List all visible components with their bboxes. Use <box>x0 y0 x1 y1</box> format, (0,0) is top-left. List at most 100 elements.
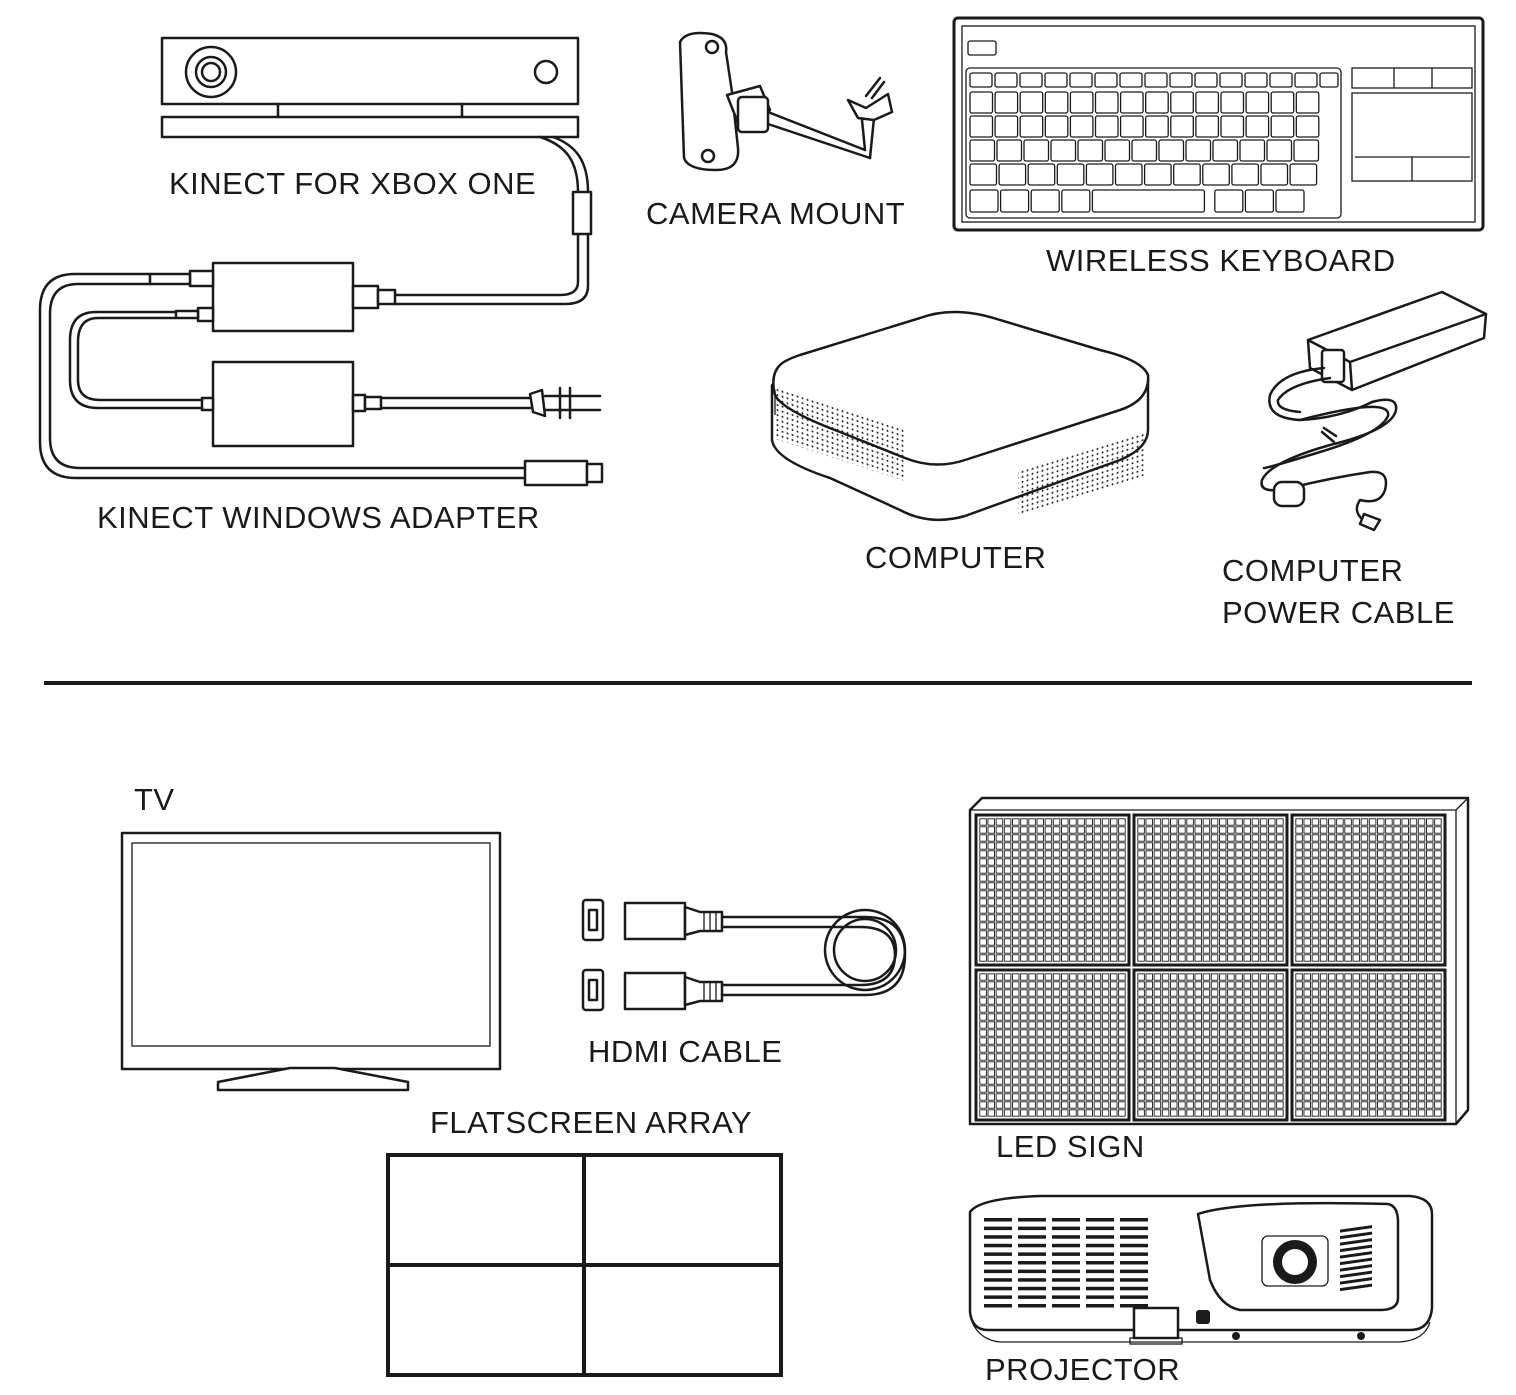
wireless-keyboard-icon <box>952 16 1485 232</box>
keyboard-key <box>1220 91 1245 114</box>
label-kinect: KINECT FOR XBOX ONE <box>169 166 537 201</box>
keyboard-key <box>1295 91 1320 114</box>
led-panel <box>1290 813 1447 967</box>
keyboard-key <box>994 115 1019 138</box>
keyboard-key <box>1293 139 1320 162</box>
keyboard-key <box>1019 115 1044 138</box>
keyboard-key <box>1244 72 1268 88</box>
led-panel <box>974 968 1131 1122</box>
led-sign-icon <box>968 796 1470 1126</box>
keyboard-key <box>1023 139 1050 162</box>
keyboard-key <box>1170 115 1194 138</box>
keyboard-key <box>1214 189 1244 213</box>
keyboard-key <box>969 72 993 88</box>
keyboard-key <box>1231 163 1260 186</box>
hdmi-cable-icon <box>581 898 907 1012</box>
keyboard-key <box>1260 163 1289 186</box>
led-panel <box>1132 968 1289 1122</box>
keyboard-key <box>1245 91 1270 114</box>
keyboard-key <box>1239 139 1266 162</box>
keyboard-key <box>1173 163 1201 186</box>
label-camera-mount: CAMERA MOUNT <box>646 196 906 231</box>
keyboard-key <box>1170 91 1194 114</box>
keyboard-key <box>1202 163 1230 186</box>
keyboard-key <box>969 115 994 138</box>
keyboard-key <box>1145 91 1169 114</box>
keyboard-key <box>1030 189 1060 213</box>
keyboard-key <box>1050 139 1077 162</box>
keyboard-key <box>1094 115 1119 138</box>
keyboard-key <box>969 189 999 213</box>
keyboard-key <box>1044 91 1069 114</box>
power-cable-icon <box>1260 290 1488 532</box>
label-hdmi-cable: HDMI CABLE <box>588 1034 783 1069</box>
label-computer: COMPUTER <box>865 540 1047 575</box>
keyboard-key <box>1270 115 1295 138</box>
keyboard-key <box>1104 139 1131 162</box>
keyboard-key <box>1185 139 1212 162</box>
led-panel <box>1290 968 1447 1122</box>
keyboard-key <box>994 72 1018 88</box>
keyboard-key <box>1069 72 1093 88</box>
keyboard-key <box>1158 139 1185 162</box>
keyboard-key <box>969 91 994 114</box>
label-kinect-adapter: KINECT WINDOWS ADAPTER <box>97 500 540 535</box>
computer-icon <box>770 310 1150 522</box>
keyboard-key <box>1169 72 1193 88</box>
keyboard-key <box>1019 72 1043 88</box>
label-flatscreen-array: FLATSCREEN ARRAY <box>430 1105 753 1140</box>
keyboard-key <box>1270 91 1295 114</box>
keyboard-key <box>1131 139 1158 162</box>
label-tv: TV <box>134 782 175 817</box>
keyboard-key <box>1094 91 1119 114</box>
keyboard-key <box>994 91 1019 114</box>
keyboard-key <box>1056 163 1085 186</box>
keyboard-key <box>1194 72 1218 88</box>
keyboard-key <box>1061 189 1091 213</box>
keyboard-key <box>969 139 996 162</box>
keyboard-key <box>1019 91 1044 114</box>
keyboard-key <box>1119 115 1144 138</box>
keyboard-key <box>969 163 998 186</box>
tv-icon <box>120 831 502 1092</box>
keyboard-key <box>1295 115 1320 138</box>
keyboard-key <box>1275 189 1305 213</box>
label-led-sign: LED SIGN <box>996 1129 1145 1164</box>
keyboard-key <box>1077 139 1104 162</box>
keyboard-key <box>1294 72 1318 88</box>
keyboard-key <box>1069 115 1094 138</box>
keyboard-key <box>1220 115 1245 138</box>
keyboard-key <box>1319 72 1339 88</box>
keyboard-key <box>1195 91 1220 114</box>
keyboard-key <box>1245 115 1270 138</box>
keyboard-key <box>1069 91 1094 114</box>
keyboard-key <box>1269 72 1293 88</box>
label-power-cable-line2: POWER CABLE <box>1222 595 1455 630</box>
keyboard-key <box>1044 72 1068 88</box>
projector-icon <box>968 1194 1434 1345</box>
keyboard-key <box>1094 72 1118 88</box>
keyboard-key <box>1266 139 1293 162</box>
keyboard-key <box>1119 72 1143 88</box>
keyboard-key <box>1119 91 1144 114</box>
flatscreen-array-icon <box>386 1153 783 1377</box>
keyboard-key <box>1143 163 1172 186</box>
keyboard-key <box>1212 139 1239 162</box>
keyboard-key <box>998 163 1027 186</box>
kinect-adapter-icon <box>38 261 604 487</box>
keyboard-key <box>1289 163 1318 186</box>
label-wireless-keyboard: WIRELESS KEYBOARD <box>1046 243 1396 278</box>
keyboard-key <box>999 189 1030 213</box>
keyboard-key <box>1027 163 1056 186</box>
keyboard-key <box>1114 163 1143 186</box>
keyboard-key <box>1195 115 1220 138</box>
keyboard-key <box>1144 72 1168 88</box>
keyboard-key <box>1244 189 1275 213</box>
led-panel <box>1132 813 1289 967</box>
keyboard-key <box>996 139 1023 162</box>
kinect-sensor-icon <box>160 36 593 306</box>
label-projector: PROJECTOR <box>985 1352 1181 1387</box>
camera-mount-icon <box>678 31 894 172</box>
keyboard-key <box>1145 115 1169 138</box>
